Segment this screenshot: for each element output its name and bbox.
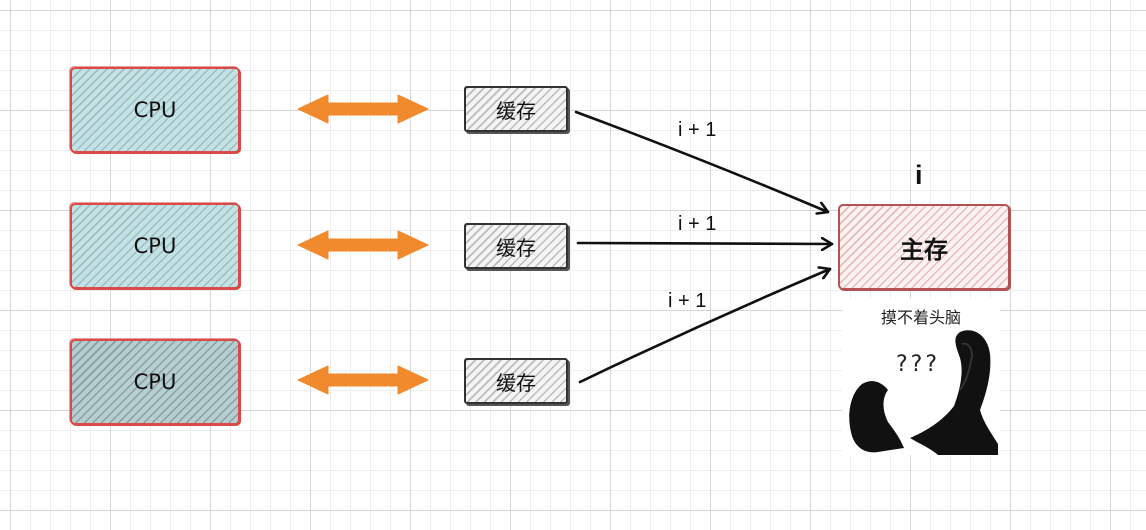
main-memory-label: 主存 <box>900 235 948 264</box>
meme-caption: 摸不着头脑 <box>880 308 961 327</box>
cpu-cache-double-arrow-1 <box>297 94 429 124</box>
cpu-box-3: CPU <box>70 339 240 425</box>
cpu-label: CPU <box>133 98 177 122</box>
cache-box-3: 缓存 <box>464 358 568 404</box>
cpu-cache-double-arrow-2 <box>297 230 429 260</box>
cache-label: 缓存 <box>496 370 536 395</box>
write-label-2: i + 1 <box>678 213 717 235</box>
meme-question-marks: ??? <box>896 352 941 377</box>
write-label-3: i + 1 <box>668 290 707 312</box>
cpu-label: CPU <box>133 370 177 394</box>
cache-to-memory-arrow-2 <box>576 243 834 244</box>
cache-box-1: 缓存 <box>464 86 568 132</box>
confused-meme-sticker: 摸不着头脑 ??? <box>842 298 1000 455</box>
write-label-1: i + 1 <box>678 119 717 141</box>
cpu-cache-double-arrow-3 <box>297 365 429 395</box>
cache-label: 缓存 <box>496 98 536 123</box>
cpu-box-1: CPU <box>70 67 240 153</box>
cache-box-2: 缓存 <box>464 223 568 269</box>
confused-figure-icon <box>849 330 998 455</box>
main-memory-box: 主存 <box>838 204 1010 290</box>
memory-value-label: i <box>915 160 923 190</box>
cache-label: 缓存 <box>496 235 536 260</box>
cache-to-memory-arrow-1 <box>574 110 830 212</box>
cpu-box-2: CPU <box>70 203 240 289</box>
cache-to-memory-arrow-3 <box>578 269 832 384</box>
cpu-label: CPU <box>133 234 177 258</box>
